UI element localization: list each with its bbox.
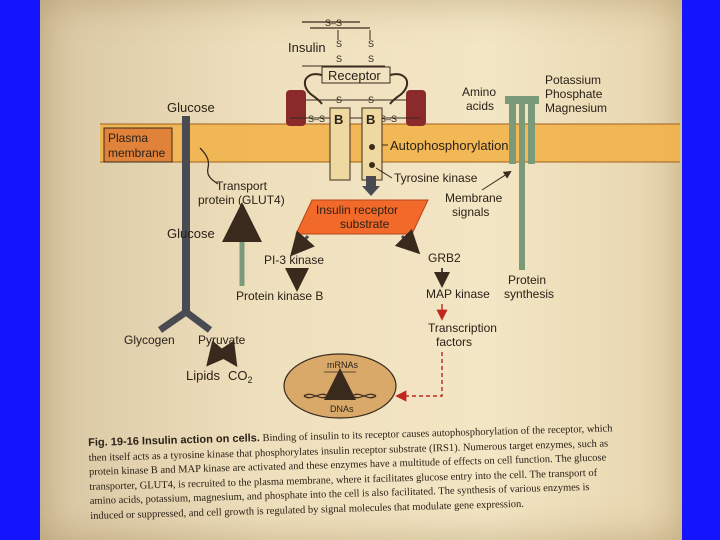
transcription-label-1: Transcription	[428, 321, 497, 335]
glycogen-fork	[158, 309, 213, 333]
map-kinase-label: MAP kinase	[426, 287, 490, 301]
tyrosine-kinase-arrow-shaft	[366, 176, 376, 186]
glycogen-label: Glycogen	[124, 333, 175, 347]
tyrosine-kinase-label: Tyrosine kinase	[394, 171, 478, 185]
receptor-pillar-left	[286, 90, 306, 126]
disulfide-2: S	[368, 39, 374, 49]
plasma-membrane-label-1: Plasma	[108, 131, 148, 145]
phosphate-dot-2	[369, 162, 375, 168]
membrane-signals-label-2: signals	[452, 205, 489, 219]
mrnas-label: mRNAs	[327, 360, 358, 370]
pkb-label: Protein kinase B	[236, 289, 323, 303]
plasma-membrane-label-2: membrane	[108, 146, 166, 160]
figure-caption: Fig. 19-16 Insulin action on cells. Bind…	[88, 418, 720, 524]
ss-bond-left: S–S	[308, 114, 325, 124]
protein-synthesis-label-2: synthesis	[504, 287, 554, 301]
plasma-membrane-band	[100, 124, 680, 162]
dnas-label: DNAs	[330, 404, 354, 414]
protein-synthesis-pathway	[519, 96, 525, 270]
transport-protein-label-1: Transport	[216, 179, 268, 193]
beta-subunit-left	[329, 107, 351, 181]
amino-acids-label-1: Amino	[462, 85, 496, 99]
disulfide-1: S	[336, 39, 342, 49]
ions-label-3: Magnesium	[545, 101, 607, 115]
ions-label-1: Potassium	[545, 73, 601, 87]
amino-acid-channel-left	[509, 104, 516, 164]
ss-bond-right: S–S	[380, 114, 397, 124]
irs-label-1: Insulin receptor	[316, 203, 398, 217]
pi3k-label: PI-3 kinase	[264, 253, 324, 267]
co2-label: CO2	[228, 368, 253, 385]
disulfide-4: S	[368, 54, 374, 64]
glut4-transporter	[182, 116, 190, 314]
caption-figure-label: Fig. 19-16 Insulin action on cells.	[88, 432, 261, 449]
insulin-action-diagram: Plasma membrane S–S Insulin S S S S Rece…	[100, 18, 680, 419]
pyruvate-label: Pyruvate	[198, 333, 246, 347]
amino-acids-label-2: acids	[466, 99, 494, 113]
glucose-top-label: Glucose	[167, 100, 215, 115]
transport-protein-label-2: protein (GLUT4)	[198, 193, 285, 207]
disulfide-6: S	[368, 95, 374, 105]
plasma-membrane-label-box	[103, 127, 173, 163]
ions-label-2: Phosphate	[545, 87, 603, 101]
autophosphorylation-label: Autophosphorylation	[390, 138, 509, 153]
textbook-page: Plasma membrane S–S Insulin S S S S Rece…	[40, 0, 682, 540]
phosphate-dot-1	[369, 144, 375, 150]
disulfide-3: S	[336, 54, 342, 64]
beta-label-left: B	[334, 112, 343, 127]
insulin-label: Insulin	[288, 40, 326, 55]
lipids-label: Lipids	[186, 368, 220, 383]
membrane-signals-label-1: Membrane	[445, 191, 503, 205]
receptor-pillar-right	[406, 90, 426, 126]
irs-label-2: substrate	[340, 217, 390, 231]
disulfide-5: S	[336, 95, 342, 105]
transcription-label-2: factors	[436, 335, 472, 349]
ss-bond-top: S–S	[325, 18, 342, 28]
beta-label-right: B	[366, 112, 375, 127]
protein-synthesis-label-1: Protein	[508, 273, 546, 287]
grb2-label: GRB2	[428, 251, 461, 265]
glut4-squiggle	[199, 147, 219, 185]
receptor-label: Receptor	[328, 68, 381, 83]
glucose-inside-label: Glucose	[167, 226, 215, 241]
amino-acid-channel-right	[528, 104, 535, 164]
